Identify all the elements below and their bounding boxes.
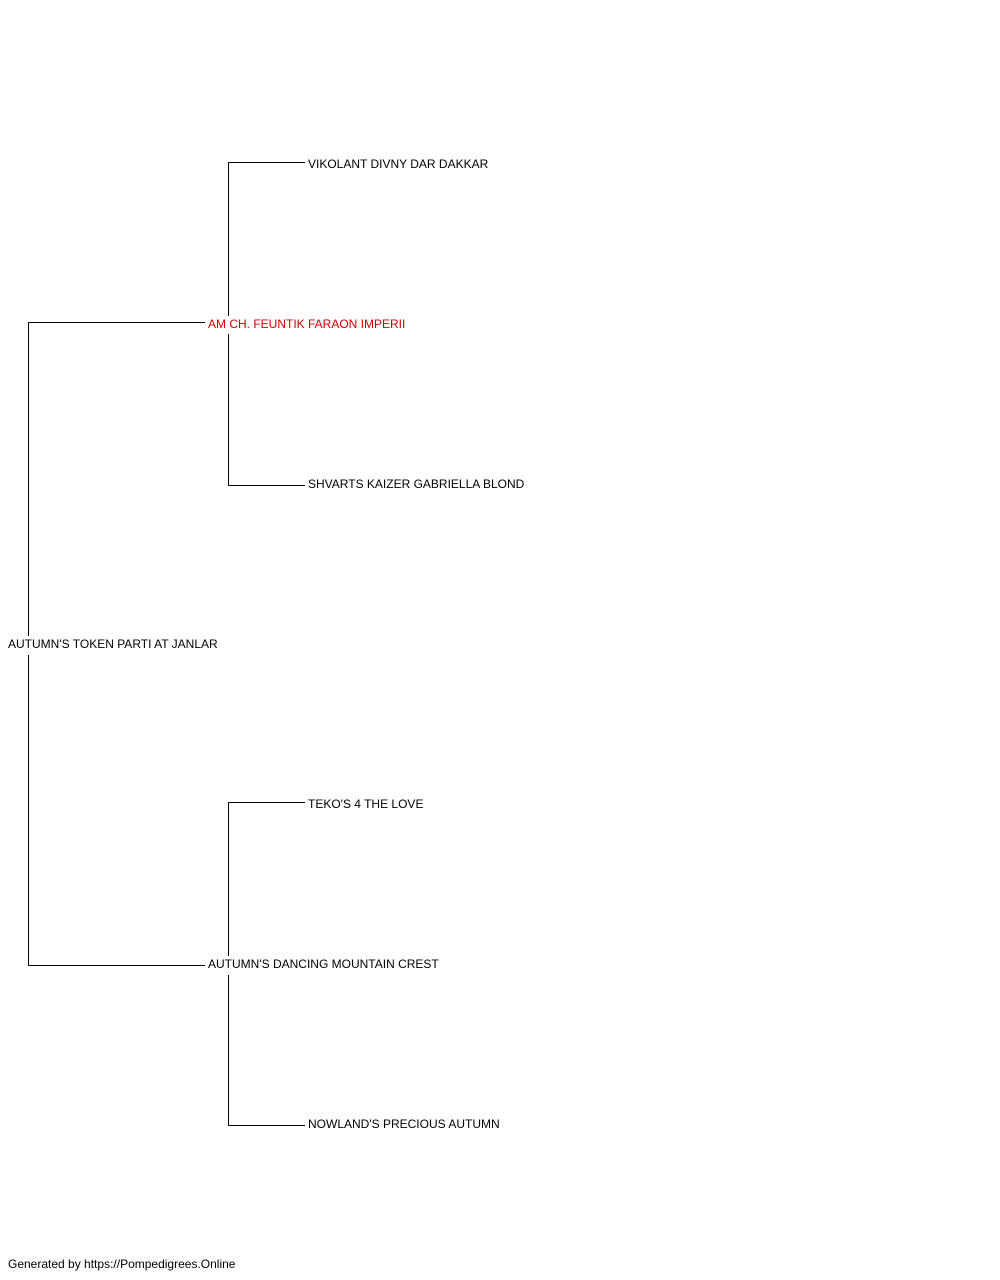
dam-dam-name: NOWLAND'S PRECIOUS AUTUMN — [308, 1117, 500, 1131]
sire-dam-name: SHVARTS KAIZER GABRIELLA BLOND — [308, 477, 525, 491]
subject-name: AUTUMN'S TOKEN PARTI AT JANLAR — [8, 637, 218, 651]
dam-name: AUTUMN'S DANCING MOUNTAIN CREST — [208, 957, 439, 971]
sire-name: AM CH. FEUNTIK FARAON IMPERII — [208, 317, 406, 331]
dam-sire-name: TEKO'S 4 THE LOVE — [308, 797, 424, 811]
sire-sire-name: VIKOLANT DIVNY DAR DAKKAR — [308, 157, 489, 171]
generated-by-footer: Generated by https://Pompedigrees.Online — [8, 1257, 236, 1271]
